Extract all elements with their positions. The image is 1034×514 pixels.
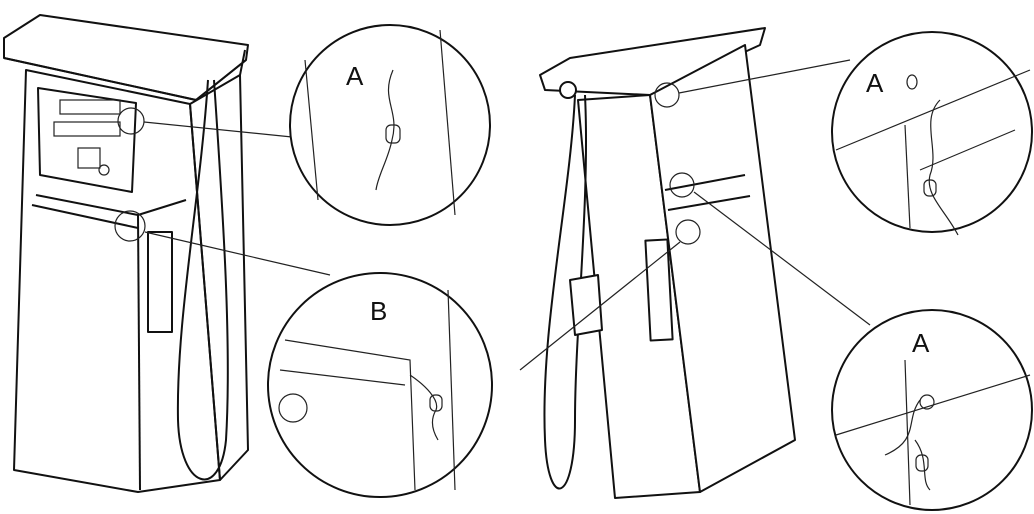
left-bottom-callout: B	[114, 210, 493, 498]
callout-label: A	[866, 68, 884, 98]
callout-label: A	[912, 328, 930, 358]
right-top-callout: A	[654, 31, 1033, 236]
left-dispenser	[3, 14, 249, 493]
right-nozzle-holster	[644, 238, 674, 342]
left-top-callout: A	[117, 24, 491, 226]
right-canopy	[539, 27, 766, 96]
left-nozzle-holster	[147, 231, 173, 333]
right-bottom-callout: A	[519, 172, 1033, 511]
callout-label: A	[346, 61, 364, 91]
right-dispenser	[539, 27, 796, 499]
callout-label: B	[370, 296, 387, 326]
left-body	[13, 69, 221, 493]
right-hose	[543, 94, 588, 490]
left-display-panel	[37, 87, 137, 193]
right-side	[649, 44, 796, 493]
